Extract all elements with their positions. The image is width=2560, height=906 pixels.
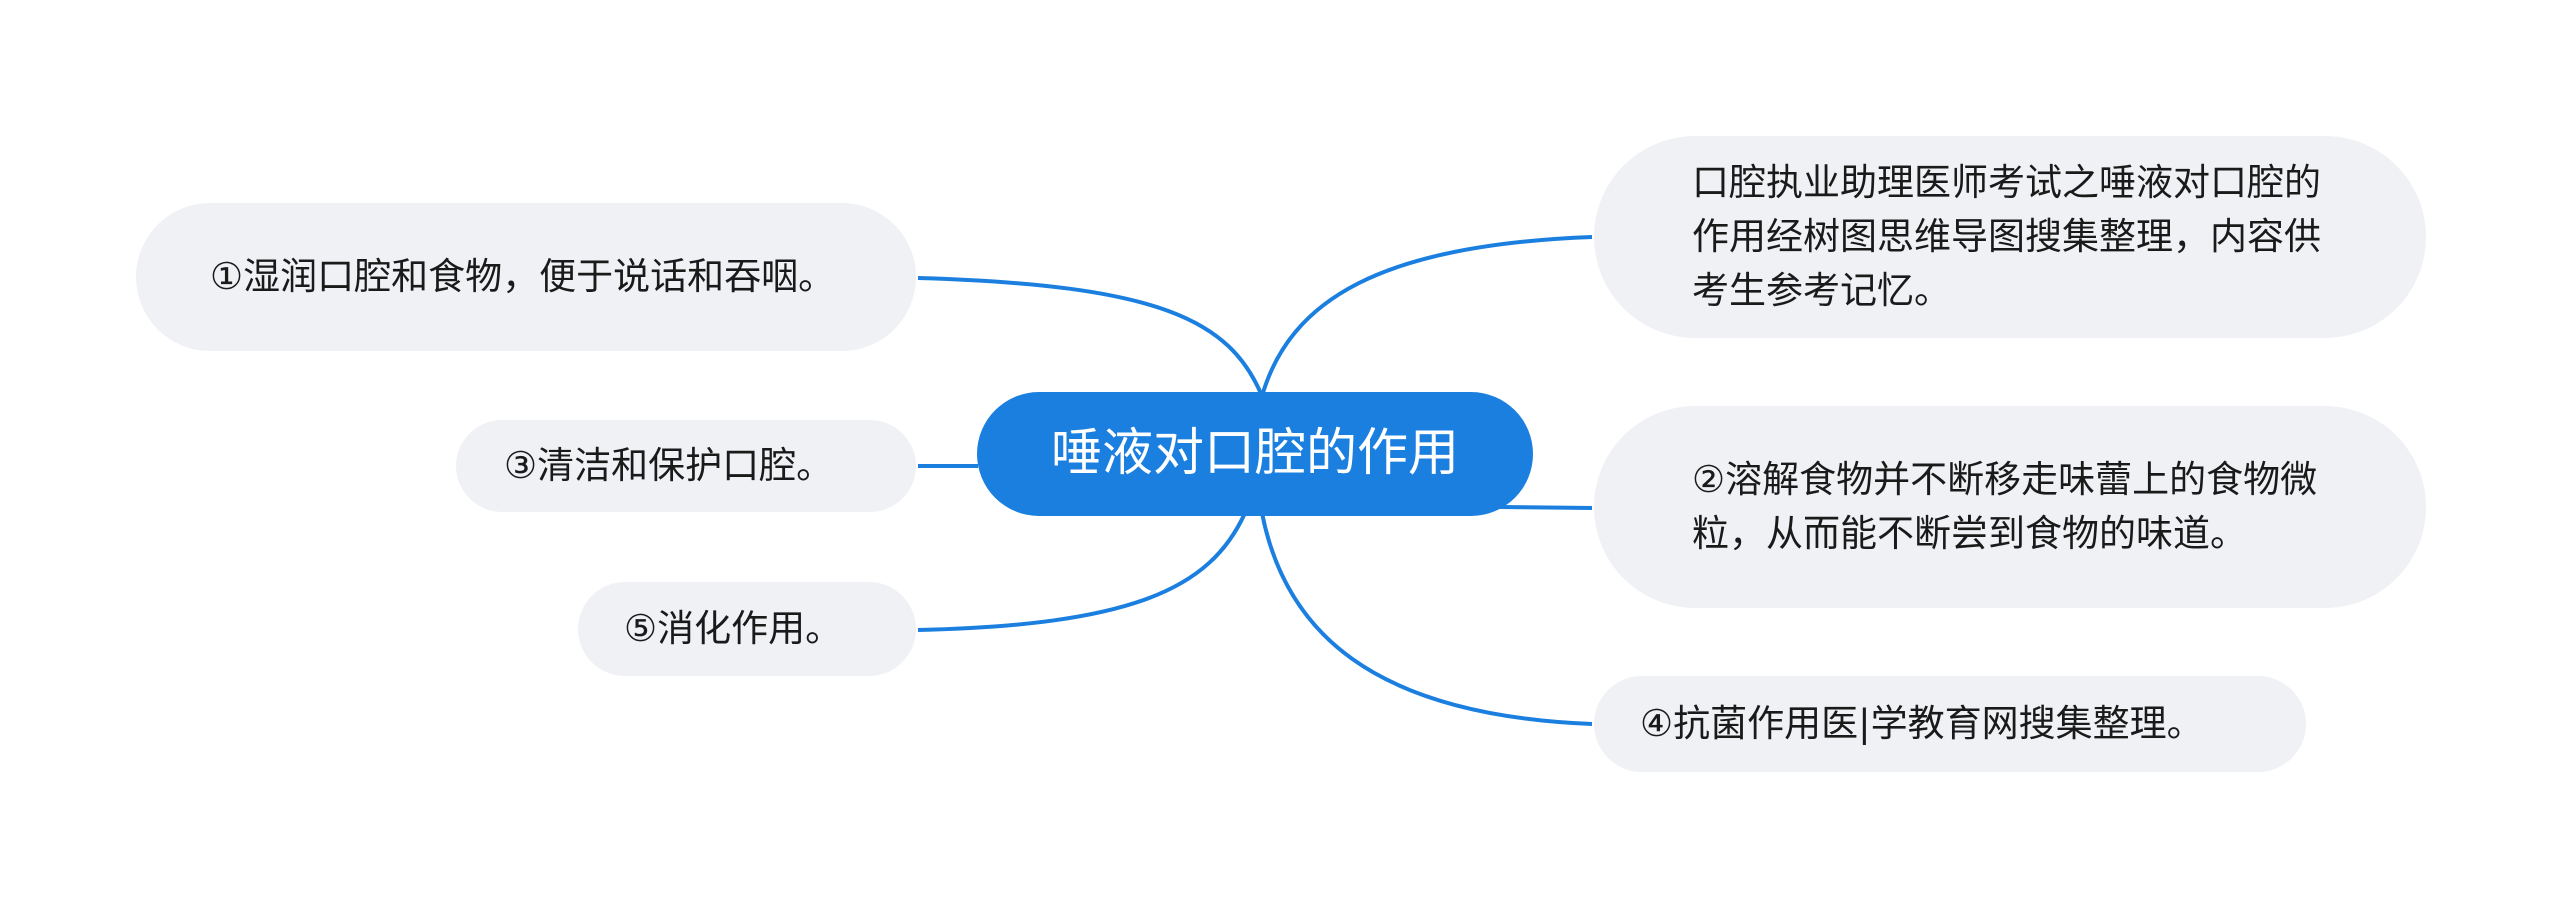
- branch-node-left-2[interactable]: ③清洁和保护口腔。: [456, 420, 916, 512]
- connector-right-3: [1260, 512, 1593, 726]
- branch-text: 口腔执业助理医师考试之唾液对口腔的作用经树图思维导图搜集整理，内容供考生参考记忆…: [1692, 161, 2321, 312]
- connector-right-2: [1499, 505, 1593, 510]
- branch-node-right-3[interactable]: ④抗菌作用医|学教育网搜集整理。: [1594, 676, 2306, 772]
- connector-left-3: [917, 512, 1247, 632]
- central-topic[interactable]: 唾液对口腔的作用: [977, 392, 1533, 516]
- branch-text: ⑤消化作用。: [624, 607, 843, 650]
- branch-node-right-2[interactable]: ②溶解食物并不断移走味蕾上的食物微粒，从而能不断尝到食物的味道。: [1594, 406, 2426, 608]
- branch-node-right-1[interactable]: 口腔执业助理医师考试之唾液对口腔的作用经树图思维导图搜集整理，内容供考生参考记忆…: [1594, 136, 2426, 338]
- central-topic-title: 唾液对口腔的作用: [1050, 424, 1459, 483]
- branch-text: ③清洁和保护口腔。: [504, 444, 834, 487]
- branch-text: ②溶解食物并不断移走味蕾上的食物微粒，从而能不断尝到食物的味道。: [1692, 458, 2318, 555]
- branch-text: ④抗菌作用医|学教育网搜集整理。: [1640, 702, 2204, 745]
- branch-text: ①湿润口腔和食物，便于说话和吞咽。: [210, 255, 836, 298]
- branch-node-left-3[interactable]: ⑤消化作用。: [578, 582, 916, 676]
- branch-node-left-1[interactable]: ①湿润口腔和食物，便于说话和吞咽。: [136, 203, 916, 351]
- connector-left-1: [917, 276, 1264, 397]
- connector-right-1: [1260, 235, 1593, 397]
